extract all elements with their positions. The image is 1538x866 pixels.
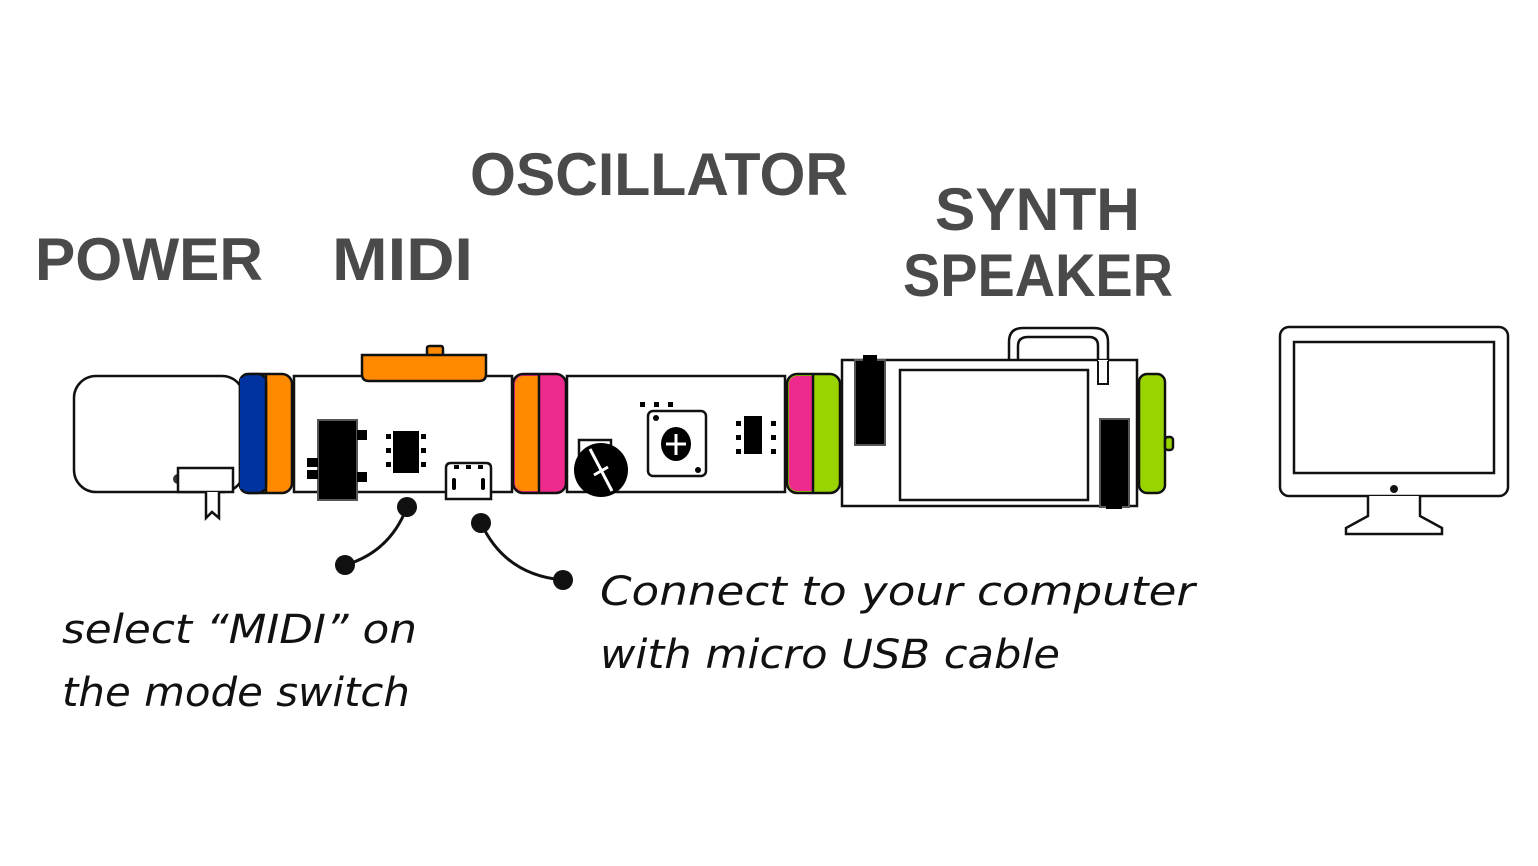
mode-switch-callout	[335, 497, 417, 575]
midi-button	[360, 353, 488, 383]
tune-trimmer[interactable]	[646, 409, 708, 478]
chip-icon	[736, 416, 776, 454]
speaker-bitsnap	[1137, 372, 1167, 495]
synth-speaker-module	[840, 326, 1175, 509]
chip-icon	[386, 431, 426, 473]
mode-switch[interactable]	[307, 419, 367, 501]
synth-label: SYNTH	[935, 176, 1140, 243]
usb-callout	[471, 513, 573, 590]
frequency-knob[interactable]	[574, 443, 628, 497]
oscillator-label: OSCILLATOR	[470, 141, 848, 208]
usb-note-line1: Connect to your computer	[600, 569, 1198, 615]
speaker-label: SPEAKER	[903, 242, 1173, 309]
mode-switch-note-line2: the mode switch	[62, 670, 410, 716]
midi-label: MIDI	[332, 226, 473, 293]
power-module	[72, 372, 294, 522]
power-label: POWER	[35, 226, 263, 293]
computer-monitor-icon	[1278, 325, 1510, 536]
usb-note-line2: with micro USB cable	[600, 632, 1060, 678]
usb-port[interactable]	[444, 461, 493, 501]
oscillator-module	[565, 372, 842, 497]
midi-module	[292, 344, 568, 501]
mode-switch-note-line1: select “MIDI” on	[62, 607, 417, 653]
